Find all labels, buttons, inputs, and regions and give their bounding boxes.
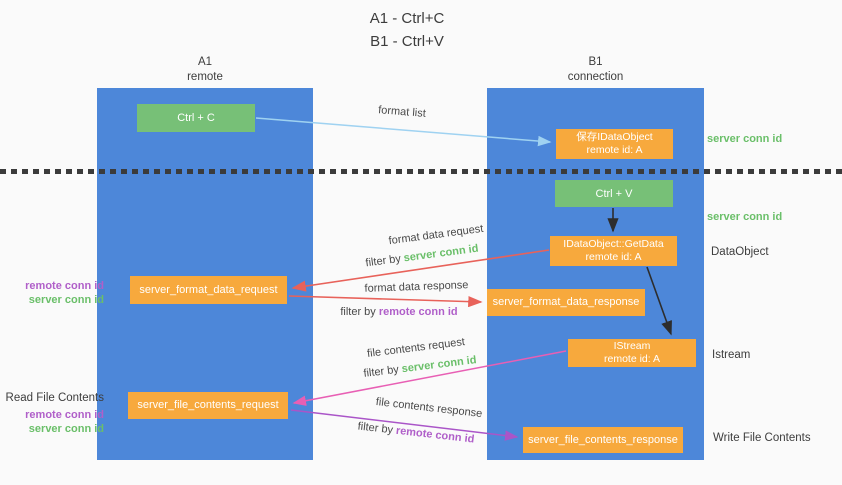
getdata-box: IDataObject::GetData remote id: A [550, 236, 677, 266]
server-format-data-request-label: server_format_data_request [139, 283, 278, 296]
istream-box: IStream remote id: A [568, 339, 696, 367]
actor-header-a1: A1 remote [97, 55, 313, 85]
istream-line2: remote id: A [603, 353, 661, 365]
server-file-contents-request-label: server_file_contents_request [137, 399, 279, 411]
ctrl-v-label: Ctrl + V [595, 187, 633, 200]
ctrl-v-box: Ctrl + V [555, 180, 673, 207]
ctrl-c-box: Ctrl + C [137, 104, 255, 132]
remote-conn-id-text: remote conn id [378, 306, 458, 318]
remote-conn-id-side-label-2: remote conn id [25, 409, 104, 421]
write-file-contents-side-label: Write File Contents [713, 432, 811, 444]
server-file-contents-response-box: server_file_contents_response [523, 427, 683, 453]
save-dataobject-line2: remote id: A [586, 144, 643, 156]
title-line-1: A1 - Ctrl+C [369, 10, 445, 27]
actor-b1-name: B1 [588, 56, 603, 68]
filter-by-text: filter by [364, 252, 402, 270]
server-conn-id-side-label-2: server conn id [707, 211, 783, 223]
read-file-contents-side-label: Read File Contents [5, 392, 104, 404]
server-conn-id-text: server conn id [401, 354, 478, 376]
server-format-data-response-box: server_format_data_response [487, 289, 645, 316]
phase-divider-dotted-line [0, 169, 842, 174]
getdata-line2: remote id: A [585, 251, 642, 263]
actor-b1-role: connection [567, 71, 624, 83]
save-dataobject-box: 保存IDataObject remote id: A [556, 129, 673, 159]
istream-line1: IStream [613, 340, 651, 352]
file-contents-response-label: file contents response [375, 395, 483, 421]
getdata-line1: IDataObject::GetData [563, 238, 664, 250]
filter-by-text: filter by [340, 306, 376, 318]
save-dataobject-line1: 保存IDataObject [576, 131, 653, 143]
server-conn-id-side-label-1: server conn id [707, 133, 783, 145]
ctrl-c-label: Ctrl + C [177, 112, 215, 124]
remote-conn-id-text: remote conn id [395, 424, 475, 446]
filter-by-text: filter by [357, 420, 394, 437]
diagram-title: A1 - Ctrl+C B1 - Ctrl+V [287, 7, 527, 53]
format-data-response-label: format data response [364, 279, 469, 295]
format-data-response-arrow [288, 295, 483, 308]
dataobject-side-label: DataObject [711, 246, 769, 258]
server-format-data-request-box: server_format_data_request [130, 276, 287, 304]
filter-by-text: filter by [362, 363, 400, 380]
istream-side-label: Istream [712, 349, 751, 361]
actor-a1-name: A1 [197, 56, 213, 68]
actor-a1-role: remote [187, 71, 223, 83]
format-list-label: format list [377, 104, 427, 120]
server-conn-id-text: server conn id [402, 242, 480, 265]
read-file-side-group: Read File Contents remote conn id server… [0, 391, 104, 436]
title-line-2: B1 - Ctrl+V [370, 33, 444, 50]
server-conn-id-side-label-3: server conn id [28, 294, 104, 306]
actor-header-b1: B1 connection [487, 55, 704, 85]
server-format-data-response-label: server_format_data_response [492, 296, 640, 308]
server-file-contents-request-box: server_file_contents_request [128, 392, 288, 419]
server-conn-id-side-label-4: server conn id [28, 423, 104, 435]
conn-id-side-group-1: remote conn id server conn id [0, 279, 104, 307]
server-file-contents-response-label: server_file_contents_response [528, 433, 678, 446]
remote-conn-id-side-label-1: remote conn id [25, 280, 104, 292]
